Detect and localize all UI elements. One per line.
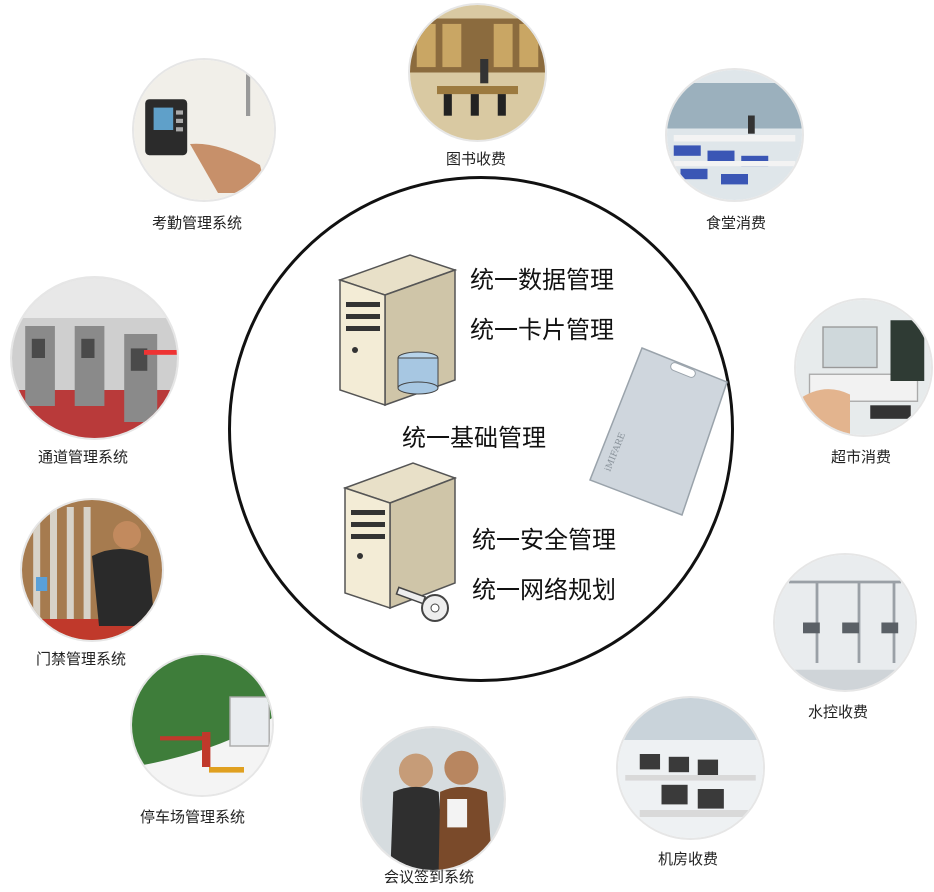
label-parking-system: 停车场管理系统 [140,808,246,826]
label-computer-room-fee: 机房收费 [658,850,719,868]
label-passage-system: 通道管理系统 [38,448,129,466]
library-photo-icon [410,5,545,140]
server-database-icon [337,254,458,407]
center-line-security-management: 统一安全管理 [472,526,616,554]
attendance-photo-icon [134,60,274,200]
canteen-photo-icon [667,70,802,200]
supermarket-photo-icon [796,300,931,435]
label-library-fee: 图书收费 [446,150,507,168]
turnstile-photo-icon [12,278,177,438]
computer-room-photo-icon [618,698,763,838]
smart-card-icon: iMIFARE [589,347,728,516]
central-platform-ring [228,176,734,682]
label-door-access-system: 门禁管理系统 [36,650,127,668]
label-supermarket-consumption: 超市消费 [831,448,892,466]
parking-photo-icon [132,655,272,795]
label-canteen-consumption: 食堂消费 [706,214,767,232]
label-meeting-checkin-system: 会议签到系统 [384,868,475,886]
label-attendance-system: 考勤管理系统 [152,214,243,232]
meeting-checkin-photo-icon [362,728,504,870]
door-access-photo-icon [22,500,162,640]
server-security-icon [342,462,458,622]
water-control-photo-icon [775,555,915,690]
center-line-network-planning: 统一网络规划 [472,576,616,604]
center-line-data-management: 统一数据管理 [470,266,614,294]
center-line-card-management: 统一卡片管理 [470,316,614,344]
label-water-control-fee: 水控收费 [808,703,869,721]
center-line-basic-management: 统一基础管理 [402,424,546,452]
